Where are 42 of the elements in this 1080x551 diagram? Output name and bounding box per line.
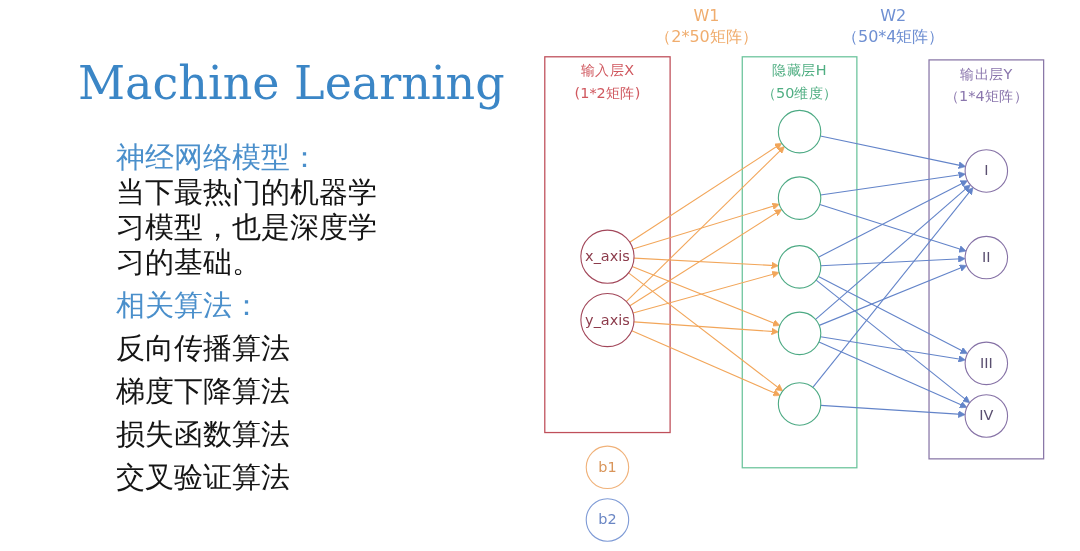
algorithm-item: 损失函数算法 — [116, 417, 291, 452]
node-circle — [778, 176, 822, 220]
node-circle — [778, 311, 822, 356]
node-circle: b1 — [585, 445, 630, 490]
node-circle — [778, 245, 822, 289]
arrow — [819, 204, 967, 253]
arrow — [628, 272, 784, 392]
slide-title: Machine Learning — [78, 56, 505, 110]
arrow — [820, 404, 966, 418]
arrow — [820, 336, 966, 363]
arrow — [820, 171, 966, 196]
section-heading: 相关算法： — [116, 288, 262, 323]
node-circle — [778, 382, 822, 426]
term-heading: 神经网络模型： — [116, 140, 320, 175]
algorithm-item: 梯度下降算法 — [116, 374, 291, 409]
node-circle: II — [964, 235, 1009, 280]
arrow — [626, 146, 786, 302]
arrow — [815, 184, 971, 320]
arrow — [818, 341, 968, 409]
arrow — [632, 202, 780, 250]
node-circle: III — [964, 341, 1009, 386]
arrow — [815, 279, 971, 404]
arrow — [820, 135, 967, 169]
node-circle: I — [964, 149, 1009, 193]
description-text: 当下最热门的机器学习模型，也是深度学习的基础。 — [116, 175, 378, 280]
node-circle: x_axis — [580, 229, 635, 284]
arrow — [631, 266, 781, 327]
arrow — [818, 276, 969, 354]
algorithm-item: 反向传播算法 — [116, 331, 291, 366]
algorithm-item: 交叉验证算法 — [116, 460, 291, 495]
arrow — [632, 270, 780, 314]
node-circle: b2 — [585, 498, 630, 542]
node-circle — [778, 109, 822, 154]
cluster: 隐藏层H （50维度） — [741, 56, 858, 469]
arrow — [629, 209, 783, 307]
arrow — [818, 180, 969, 258]
node-circle: y_axis — [580, 292, 635, 348]
node-circle: IV — [964, 394, 1009, 438]
arrow — [812, 187, 974, 388]
arrow — [629, 142, 783, 243]
arrow — [631, 330, 781, 397]
arrow — [818, 264, 968, 326]
